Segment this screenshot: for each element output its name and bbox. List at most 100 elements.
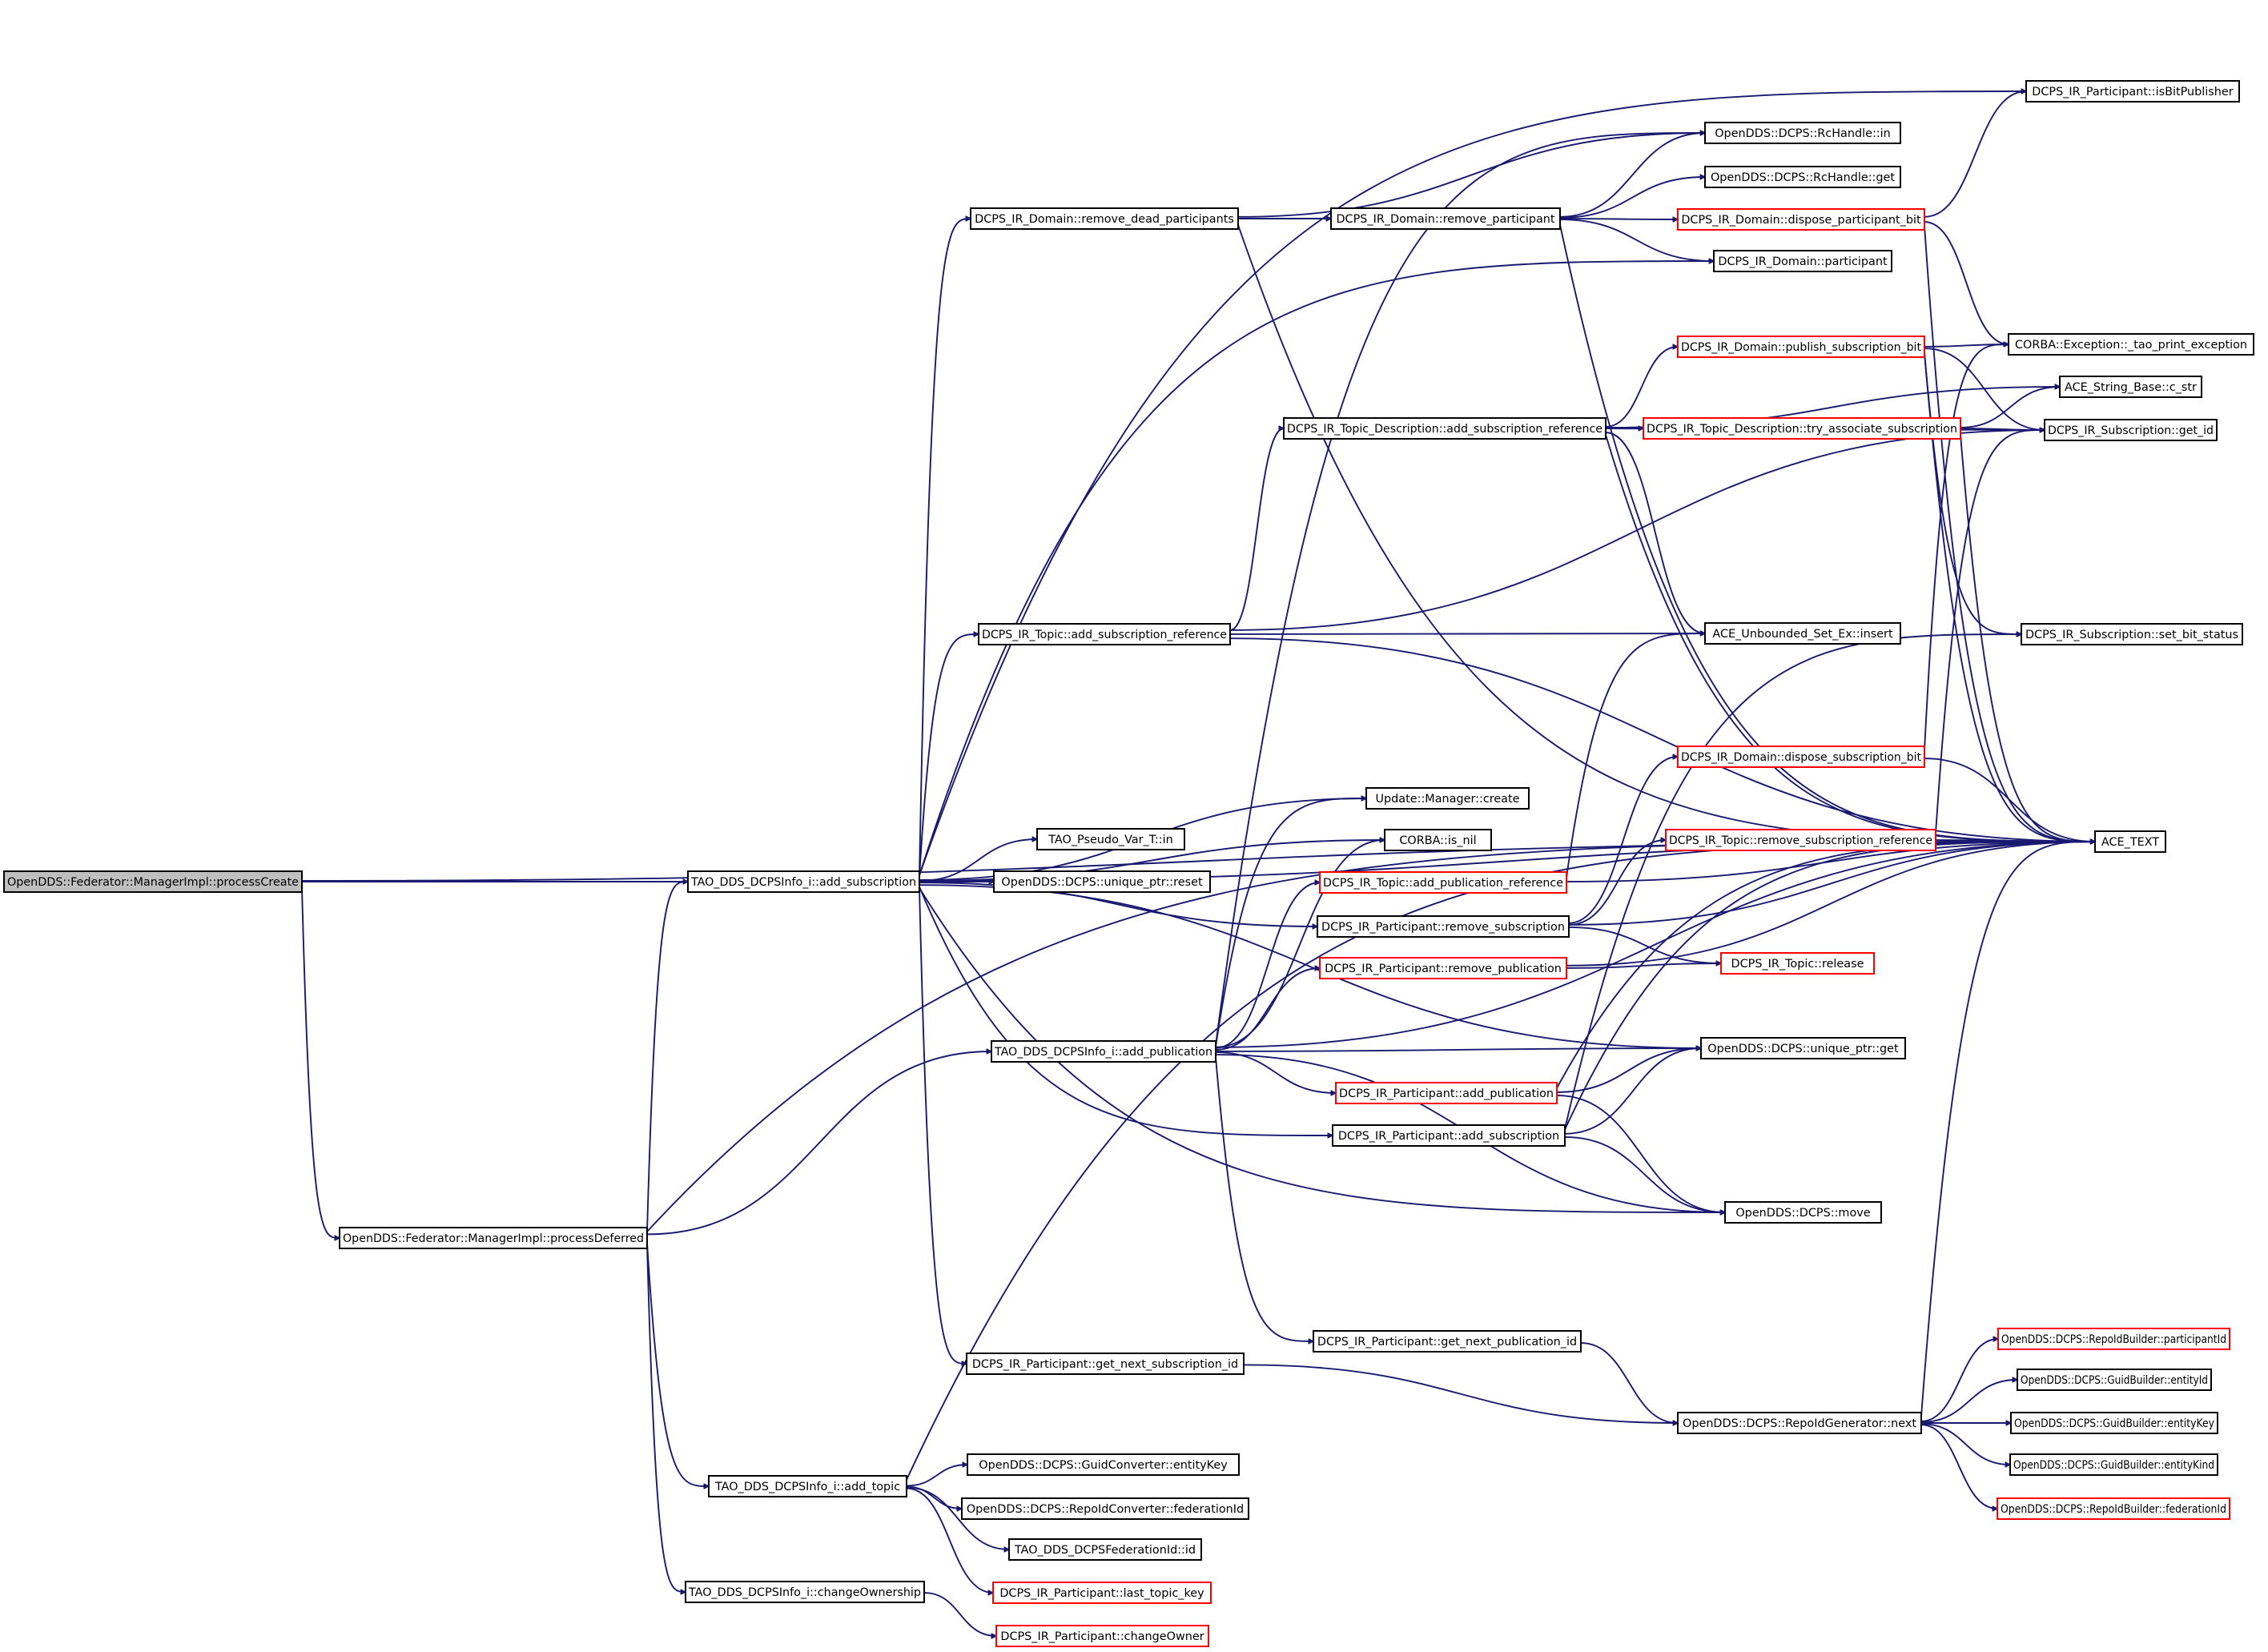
- node-change-owner[interactable]: DCPS_IR_Participant::changeOwner: [995, 1625, 1209, 1647]
- node-sub-set-bit[interactable]: DCPS_IR_Subscription::set_bit_status: [2021, 623, 2243, 645]
- node-try-assoc-sub[interactable]: DCPS_IR_Topic_Description::try_associate…: [1643, 417, 1961, 440]
- edge-dispose_part_bit-to-tao_print_exc: [1924, 221, 2009, 344]
- node-label: OpenDDS::DCPS::GuidBuilder::entityId: [2021, 1374, 2208, 1387]
- node-box: [2025, 80, 2240, 102]
- node-change-own[interactable]: TAO_DDS_DCPSInfo_i::changeOwnership: [685, 1581, 925, 1603]
- node-sub-get-id[interactable]: DCPS_IR_Subscription::get_id: [2044, 419, 2218, 441]
- node-corba-is-nil[interactable]: CORBA::is_nil: [1384, 829, 1492, 851]
- node-box: [967, 1453, 1240, 1476]
- node-rc-fed-id[interactable]: OpenDDS::DCPS::RepoIdConverter::federati…: [961, 1497, 1249, 1520]
- node-label: OpenDDS::DCPS::RepoIdBuilder::participan…: [2001, 1333, 2226, 1346]
- edge-try_assoc_sub-to-ace_cstr: [1960, 387, 2060, 428]
- edge-proc_def-to-add_topic: [646, 1243, 709, 1486]
- edges-layer: [301, 91, 2095, 1636]
- node-label: OpenDDS::DCPS::GuidConverter::entityKey: [979, 1459, 1228, 1472]
- node-rc-get[interactable]: OpenDDS::DCPS::RcHandle::get: [1704, 166, 1901, 188]
- node-dispose-part-bit[interactable]: DCPS_IR_Domain::dispose_participant_bit: [1677, 208, 1925, 231]
- edge-repo_next-to-ace_text: [1920, 842, 2095, 1417]
- node-box: [1319, 871, 1567, 894]
- node-rb-part-id[interactable]: OpenDDS::DCPS::RepoIdBuilder::participan…: [1997, 1328, 2230, 1350]
- edge-topic_add_sub_ref-to-td_add_sub_ref: [1229, 428, 1284, 631]
- node-label: TAO_DDS_DCPSFederationId::id: [1014, 1544, 1196, 1557]
- node-box: [708, 1475, 907, 1497]
- node-box: [1713, 250, 1892, 272]
- node-box: [1704, 166, 1901, 188]
- node-repo-next[interactable]: OpenDDS::DCPS::RepoIdGenerator::next: [1677, 1412, 1922, 1434]
- node-box: [1677, 208, 1925, 231]
- node-box: [1330, 207, 1561, 230]
- node-label: CORBA::Exception::_tao_print_exception: [2015, 339, 2247, 352]
- node-add-topic[interactable]: TAO_DDS_DCPSInfo_i::add_topic: [708, 1475, 907, 1497]
- edge-add_sub-to-topic_add_sub_ref: [919, 634, 979, 877]
- node-tao-print-exc[interactable]: CORBA::Exception::_tao_print_exception: [2008, 333, 2254, 356]
- edge-rdp-to-rc_in: [1237, 133, 1705, 218]
- node-proc-def[interactable]: OpenDDS::Federator::ManagerImpl::process…: [339, 1227, 648, 1249]
- node-last-topic-key[interactable]: DCPS_IR_Participant::last_topic_key: [992, 1582, 1212, 1604]
- edge-repo_next-to-gb_entity_kind: [1920, 1423, 2010, 1465]
- node-add-pub[interactable]: TAO_DDS_DCPSInfo_i::add_publication: [991, 1040, 1216, 1063]
- node-pub-sub-bit[interactable]: DCPS_IR_Domain::publish_subscription_bit: [1677, 336, 1925, 358]
- edge-dispose_sub_bit-to-tao_print_exc: [1924, 344, 2009, 751]
- node-gb-entity-kind[interactable]: OpenDDS::DCPS::GuidBuilder::entityKind: [2009, 1453, 2218, 1476]
- edge-add_sub-to-uptr_get: [919, 884, 1701, 1048]
- node-add-sub[interactable]: TAO_DDS_DCPSInfo_i::add_subscription: [687, 870, 920, 893]
- node-dds-move[interactable]: OpenDDS::DCPS::move: [1724, 1201, 1882, 1224]
- node-box: [339, 1227, 648, 1249]
- node-topic-add-pub-ref[interactable]: DCPS_IR_Topic::add_publication_reference: [1319, 871, 1567, 894]
- node-part-remove-pub[interactable]: DCPS_IR_Participant::remove_publication: [1319, 957, 1567, 979]
- node-ace-cstr[interactable]: ACE_String_Base::c_str: [2059, 376, 2202, 398]
- edge-add_sub-to-part_add_sub: [919, 886, 1333, 1135]
- node-get-next-pub-id[interactable]: DCPS_IR_Participant::get_next_publicatio…: [1313, 1330, 1582, 1353]
- node-topic-rm-sub-ref[interactable]: DCPS_IR_Topic::remove_subscription_refer…: [1665, 829, 1936, 851]
- edge-add_pub-to-part_remove_pub: [1215, 968, 1320, 1051]
- node-gc-entity-key[interactable]: OpenDDS::DCPS::GuidConverter::entityKey: [967, 1453, 1240, 1476]
- node-root: OpenDDS::Federator::ManagerImpl::process…: [3, 870, 303, 893]
- node-part-add-pub[interactable]: DCPS_IR_Participant::add_publication: [1335, 1082, 1558, 1104]
- node-gb-entity-key[interactable]: OpenDDS::DCPS::GuidBuilder::entityKey: [2010, 1412, 2218, 1434]
- node-box: [970, 207, 1239, 230]
- node-box: [1724, 1201, 1882, 1224]
- edge-dispose_part_bit-to-is_bit_pub: [1924, 91, 2026, 218]
- edge-add_sub-to-dds_move: [919, 887, 1725, 1212]
- node-label: DCPS_IR_Domain::remove_dead_participants: [975, 213, 1234, 226]
- node-td-add-sub-ref[interactable]: DCPS_IR_Topic_Description::add_subscript…: [1283, 417, 1606, 440]
- node-gb-entity-id[interactable]: OpenDDS::DCPS::GuidBuilder::entityId: [2017, 1369, 2212, 1391]
- node-box: [2008, 333, 2254, 356]
- node-rp[interactable]: DCPS_IR_Domain::remove_participant: [1330, 207, 1561, 230]
- node-rdp[interactable]: DCPS_IR_Domain::remove_dead_participants: [970, 207, 1239, 230]
- node-uptr-get[interactable]: OpenDDS::DCPS::unique_ptr::get: [1700, 1037, 1906, 1059]
- node-label: DCPS_IR_Participant::last_topic_key: [999, 1587, 1204, 1600]
- edge-td_add_sub_ref-to-unb_insert: [1605, 432, 1705, 633]
- node-label: DCPS_IR_Participant::add_publication: [1339, 1087, 1554, 1100]
- edge-change_own-to-change_owner: [923, 1592, 996, 1636]
- node-box: [1997, 1328, 2230, 1350]
- nodes-layer: OpenDDS::Federator::ManagerImpl::process…: [3, 80, 2254, 1647]
- edge-add_sub-to-get_next_sub_id: [919, 887, 967, 1364]
- edge-add_topic-to-gc_entity_key: [906, 1465, 967, 1487]
- node-ace-text[interactable]: ACE_TEXT: [2094, 830, 2166, 853]
- node-label: DCPS_IR_Topic::remove_subscription_refer…: [1669, 834, 1932, 847]
- node-box: [2009, 1453, 2218, 1476]
- node-label: DCPS_IR_Topic::add_publication_reference: [1323, 877, 1563, 890]
- node-get-next-sub-id[interactable]: DCPS_IR_Participant::get_next_subscripti…: [966, 1353, 1245, 1375]
- node-rc-in[interactable]: OpenDDS::DCPS::RcHandle::in: [1704, 122, 1901, 144]
- node-dispose-sub-bit[interactable]: DCPS_IR_Domain::dispose_subscription_bit: [1677, 746, 1925, 768]
- node-dom-participant[interactable]: DCPS_IR_Domain::participant: [1713, 250, 1892, 272]
- node-part-add-sub[interactable]: DCPS_IR_Participant::add_subscription: [1332, 1124, 1566, 1147]
- node-fed-id[interactable]: TAO_DDS_DCPSFederationId::id: [1008, 1538, 1202, 1561]
- node-tao-pseudo[interactable]: TAO_Pseudo_Var_T::in: [1036, 828, 1185, 850]
- edge-add_sub-to-is_bit_pub: [919, 91, 2026, 876]
- node-part-remove-sub[interactable]: DCPS_IR_Participant::remove_subscription: [1317, 915, 1570, 938]
- node-label: OpenDDS::Federator::ManagerImpl::process…: [7, 876, 299, 889]
- node-topic-release[interactable]: DCPS_IR_Topic::release: [1720, 952, 1875, 975]
- node-unb-insert[interactable]: ACE_Unbounded_Set_Ex::insert: [1704, 622, 1901, 645]
- edge-topic_rm_sub_ref-to-sub_get_id: [1935, 430, 2045, 834]
- node-is-bit-pub[interactable]: DCPS_IR_Participant::isBitPublisher: [2025, 80, 2240, 102]
- edge-proc_def-to-add_pub: [646, 1051, 991, 1236]
- node-box: [3, 870, 303, 893]
- node-upd-create[interactable]: Update::Manager::create: [1365, 787, 1530, 810]
- node-topic-add-sub-ref[interactable]: DCPS_IR_Topic::add_subscription_referenc…: [978, 623, 1231, 645]
- node-label: DCPS_IR_Participant::remove_publication: [1325, 963, 1562, 975]
- node-rb-fed-id[interactable]: OpenDDS::DCPS::RepoIdBuilder::federation…: [1997, 1497, 2230, 1520]
- node-uptr-reset[interactable]: OpenDDS::DCPS::unique_ptr::reset: [993, 870, 1211, 893]
